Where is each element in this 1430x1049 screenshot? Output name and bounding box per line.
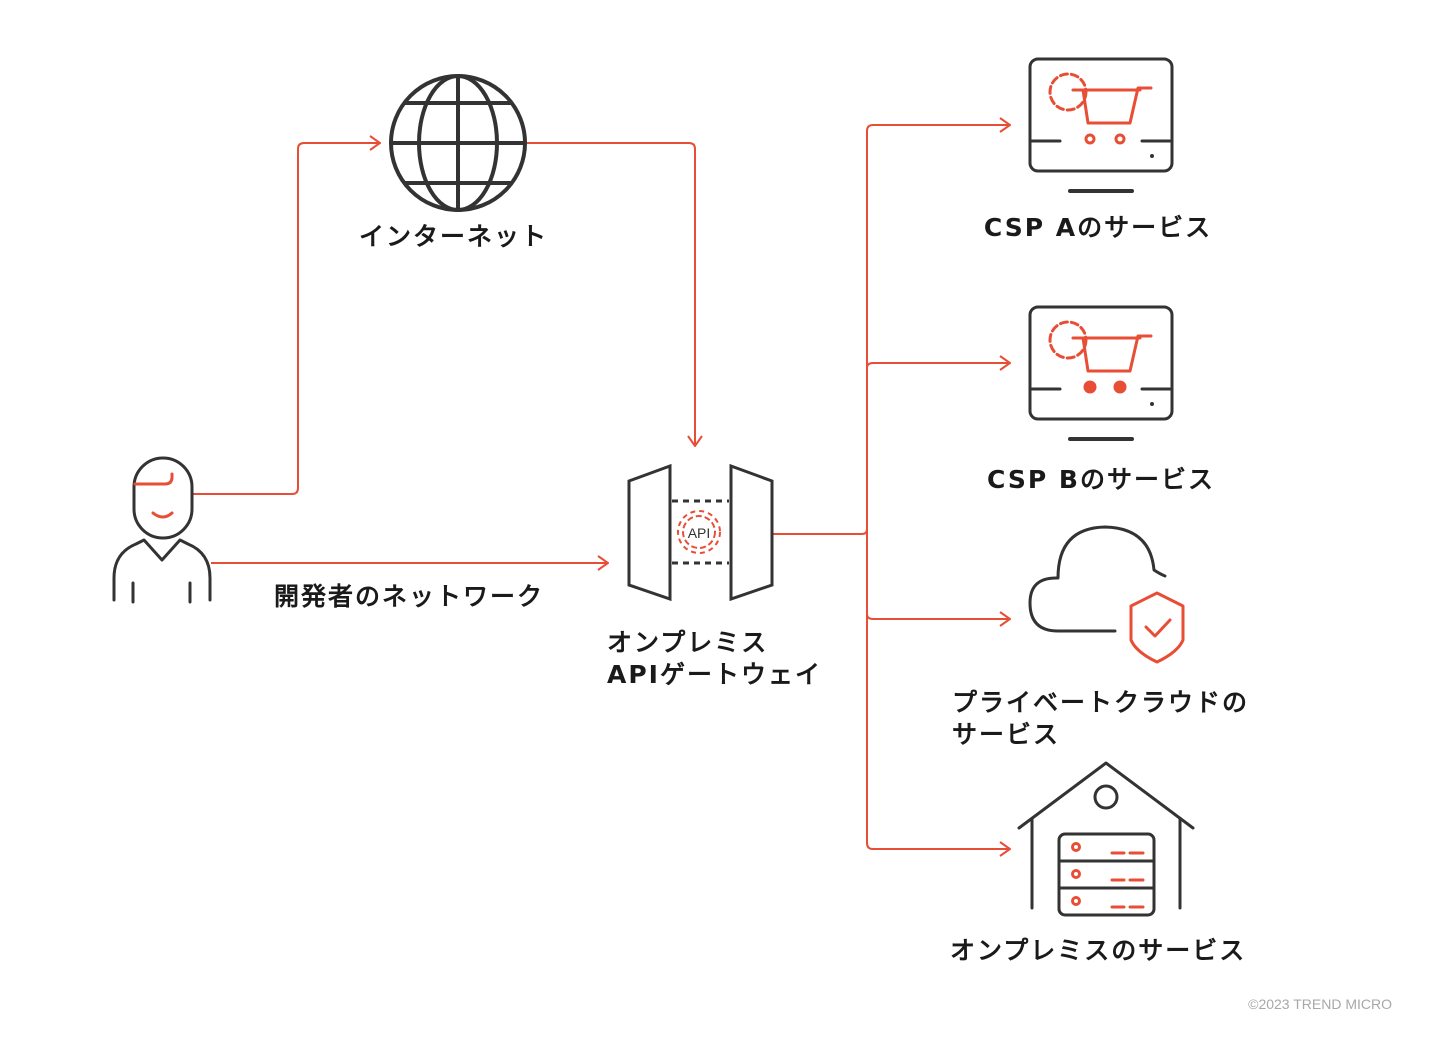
copyright: ©2023 TREND MICRO	[1248, 996, 1392, 1012]
csp-b-label: CSP Bのサービス	[987, 465, 1215, 494]
edge-gateway-trunk	[773, 528, 868, 535]
edge-gateway-private-cloud	[866, 614, 1010, 619]
edge-internet-gateway	[526, 142, 695, 446]
monitor-cart-icon	[1028, 57, 1174, 193]
cloud-shield-icon	[1028, 525, 1185, 664]
gateway-label-line1: オンプレミス	[607, 628, 769, 657]
csp-a-label: CSP Aのサービス	[984, 213, 1212, 242]
api-gateway-icon	[627, 463, 774, 602]
edge-bus-vertical	[866, 124, 874, 850]
api-badge: API	[688, 525, 711, 541]
on-premise-label: オンプレミスのサービス	[950, 936, 1247, 965]
gear-icon	[677, 510, 721, 554]
private-cloud-label-line1: プライベートクラウドの	[952, 688, 1250, 717]
person-icon	[112, 456, 212, 604]
internet-label: インターネット	[359, 222, 549, 251]
monitor-cart-filled-icon	[1028, 305, 1174, 441]
gateway-label: オンプレミス APIゲートウェイ	[607, 627, 822, 691]
globe-icon	[389, 74, 527, 212]
warehouse-server-icon	[1017, 761, 1195, 917]
edge-gateway-csp-b	[866, 363, 1010, 368]
edge-developer-internet	[192, 143, 380, 495]
private-cloud-label-line2: サービス	[952, 720, 1061, 749]
gateway-label-line2: APIゲートウェイ	[607, 660, 822, 689]
developer-network-label: 開発者のネットワーク	[274, 582, 545, 611]
private-cloud-label: プライベートクラウドの サービス	[952, 687, 1249, 751]
